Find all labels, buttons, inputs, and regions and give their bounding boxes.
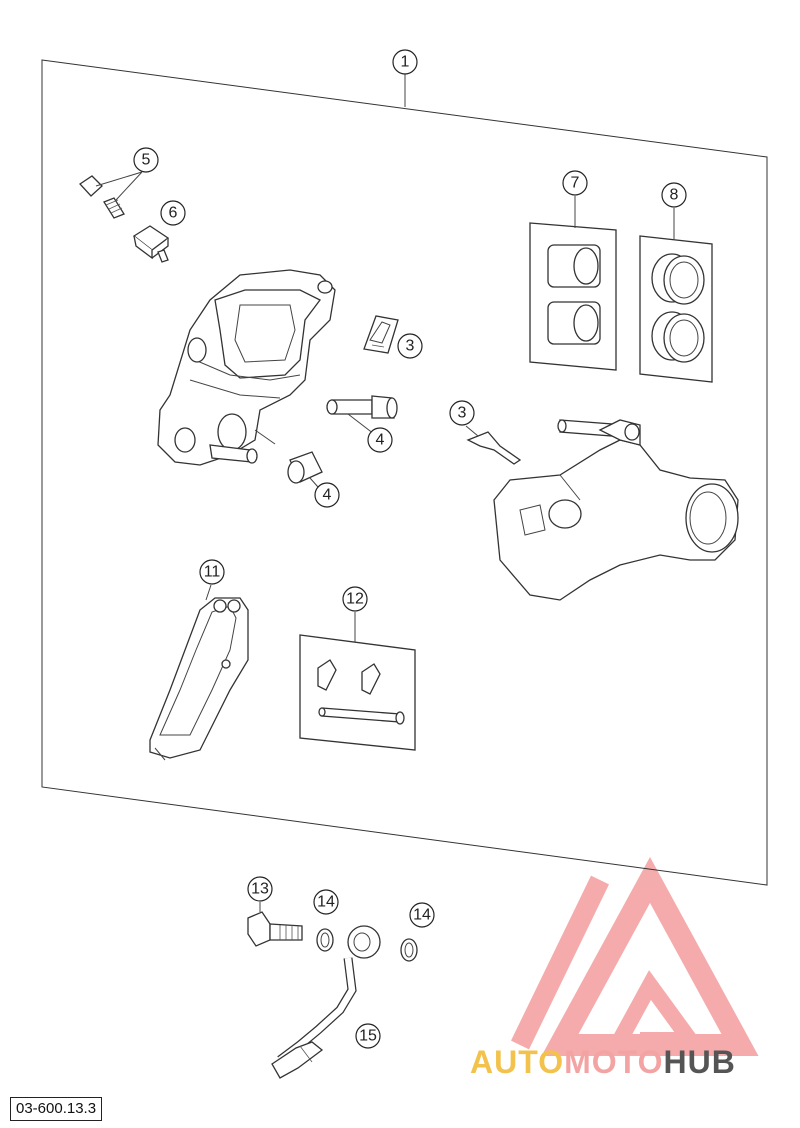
- clip-part-right: [465, 425, 522, 465]
- slide-pin-part: [326, 395, 398, 435]
- callout-7: 7: [562, 170, 588, 196]
- svg-text:6: 6: [169, 205, 178, 222]
- clip-part-upper: [363, 315, 399, 354]
- callout-4-lower: 4: [314, 482, 340, 508]
- svg-text:4: 4: [323, 487, 332, 504]
- svg-text:15: 15: [359, 1028, 377, 1045]
- svg-text:8: 8: [670, 187, 679, 204]
- callout-3-right: 3: [449, 400, 475, 426]
- callout-3-upper: 3: [397, 333, 423, 359]
- caliper-bracket-part: [493, 419, 739, 601]
- callout-4-upper: 4: [367, 427, 393, 453]
- bleeder-valve-part: [79, 171, 143, 219]
- svg-text:14: 14: [317, 894, 335, 911]
- svg-text:13: 13: [251, 881, 269, 898]
- callout-1: 1: [392, 49, 418, 107]
- svg-text:4: 4: [376, 432, 385, 449]
- plug-part: [132, 225, 170, 263]
- watermark-part-auto: AUTO: [470, 1044, 565, 1080]
- callout-15: 15: [355, 1023, 381, 1049]
- watermark-wordmark: AUTOMOTOHUB: [470, 1044, 736, 1080]
- washer-part-left: [316, 928, 334, 952]
- pin-kit-part: [299, 612, 416, 751]
- piston-kit-part: [529, 196, 617, 371]
- callout-12: 12: [342, 586, 368, 612]
- watermark-part-moto: MOTO: [564, 1044, 664, 1080]
- diagram-reference-code: 03-600.13.3: [10, 1097, 103, 1121]
- brake-pads-part: [149, 584, 249, 761]
- svg-text:5: 5: [142, 152, 151, 169]
- callout-6: 6: [160, 200, 186, 226]
- callout-14-left: 14: [313, 889, 339, 915]
- seal-kit-part: [639, 208, 713, 383]
- rubber-boot-part: [287, 451, 323, 488]
- svg-text:1: 1: [401, 54, 410, 71]
- kit-frame: [41, 59, 768, 886]
- callout-14-right: 14: [409, 902, 435, 928]
- caliper-housing-part: [157, 269, 336, 466]
- svg-text:11: 11: [204, 564, 221, 581]
- svg-text:14: 14: [413, 907, 431, 924]
- svg-text:3: 3: [458, 405, 467, 422]
- washer-part-right: [400, 938, 418, 962]
- callout-5: 5: [133, 147, 159, 173]
- callout-11: 11: [199, 559, 225, 585]
- svg-text:7: 7: [571, 175, 580, 192]
- banjo-bolt-part: [247, 902, 303, 947]
- watermark-part-hub: HUB: [663, 1044, 736, 1080]
- svg-text:12: 12: [346, 591, 364, 608]
- brake-hose-part: [271, 925, 381, 1079]
- watermark-logo: [511, 857, 759, 1056]
- callout-8: 8: [661, 182, 687, 208]
- callout-13: 13: [247, 876, 273, 902]
- svg-text:3: 3: [406, 338, 415, 355]
